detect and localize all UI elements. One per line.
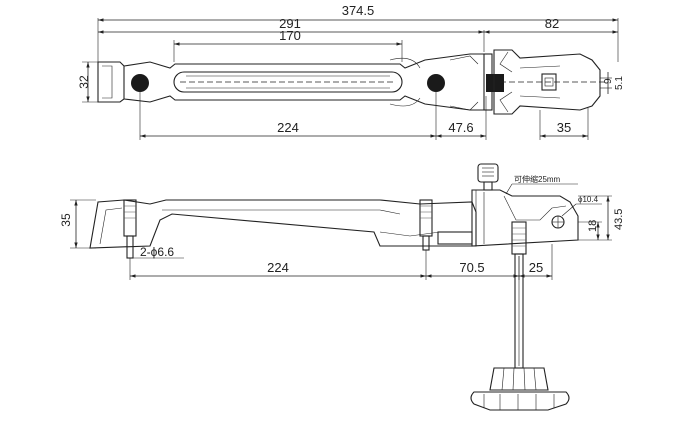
dim-small-51: 5.1 [614, 76, 625, 90]
side-hinge-bracket [471, 189, 579, 247]
dim-hole-spacing-top: 224 [277, 120, 299, 135]
top-right-hole [427, 74, 445, 92]
side-knob-base [470, 391, 570, 411]
dim-height-32: 32 [77, 75, 91, 89]
dim-right-width: 82 [545, 16, 559, 31]
dim-height-18: 18 [587, 220, 599, 232]
top-view: 374.5 291 82 170 32 [77, 3, 625, 140]
top-right-hinge-block [493, 49, 601, 115]
side-arm-body [89, 199, 477, 249]
dim-offset-35: 35 [557, 120, 571, 135]
dim-overall-length: 374.5 [342, 3, 375, 18]
dim-offset-476: 47.6 [448, 120, 473, 135]
dim-hole-dia: ϕ10.4 [578, 195, 599, 204]
dim-length-291: 291 [279, 16, 301, 31]
side-key-head [477, 163, 499, 183]
side-view: 35 [59, 163, 625, 411]
dim-hole-spacing-side: 224 [267, 260, 289, 275]
dim-height-435: 43.5 [613, 209, 625, 230]
top-slot [173, 71, 403, 93]
note-adjustable: 可伸缩25mm [514, 174, 561, 184]
dim-offset-25: 25 [529, 260, 543, 275]
dim-pin-label: 2-ϕ6.6 [140, 245, 174, 259]
side-knob [489, 367, 549, 391]
side-adjust-nut [511, 221, 527, 255]
dim-slot-length: 170 [279, 28, 301, 43]
dim-small-9: 9 [603, 78, 614, 84]
dim-offset-705: 70.5 [459, 260, 484, 275]
dim-height-35: 35 [59, 213, 73, 227]
top-left-end-block [97, 61, 125, 103]
top-left-hole [131, 74, 149, 92]
